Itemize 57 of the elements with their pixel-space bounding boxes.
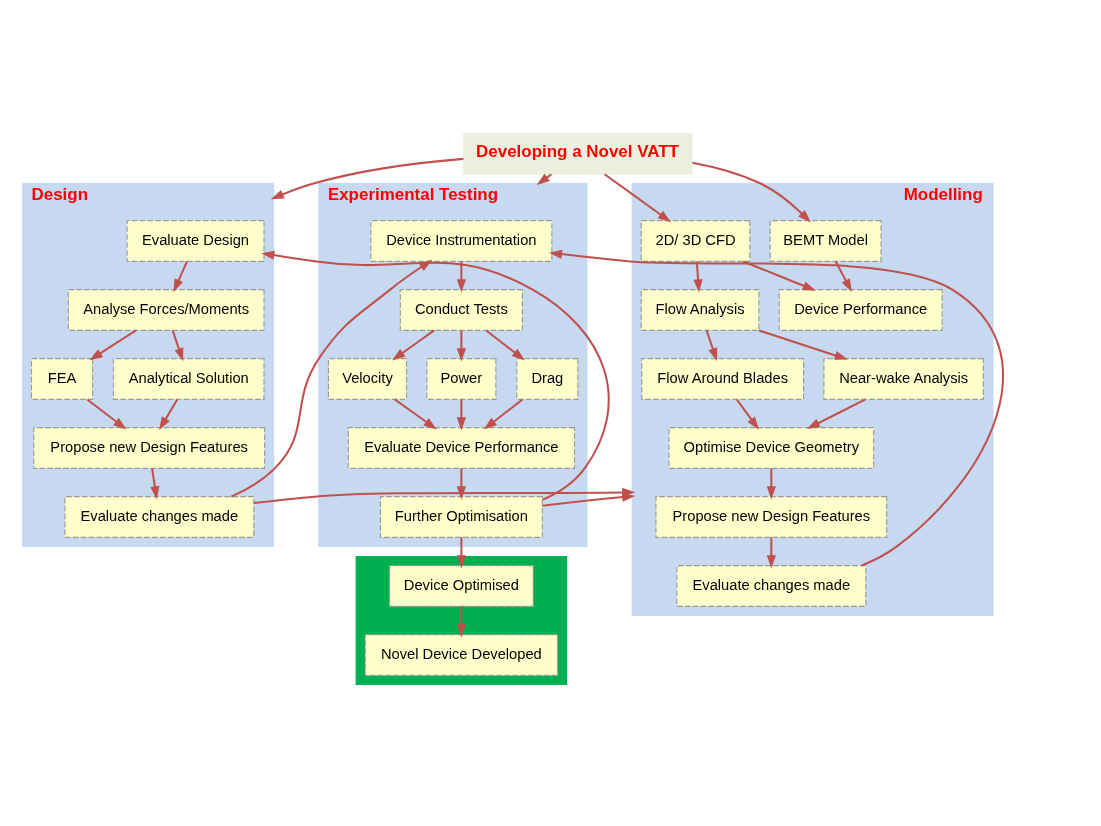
- arrow: [806, 398, 866, 429]
- node-box: Propose new Design Features: [655, 495, 888, 538]
- arrow: [766, 536, 776, 568]
- node-box: Evaluate changes made: [676, 564, 867, 607]
- arrow: [692, 161, 811, 223]
- arrow: [766, 467, 776, 499]
- node-box: Evaluate Design: [126, 219, 265, 262]
- arrow: [742, 260, 816, 291]
- arrow: [456, 536, 466, 568]
- node-box: Device Performance: [778, 288, 943, 331]
- node-box: Evaluate Device Performance: [347, 426, 576, 469]
- node-box: Analyse Forces/Moments: [67, 288, 265, 331]
- node-box: Device Optimised: [388, 564, 534, 607]
- arrow: [456, 260, 466, 292]
- node-box: Flow Analysis: [640, 288, 760, 331]
- arrow: [159, 398, 179, 430]
- arrow: [456, 398, 466, 430]
- node-box: Analytical Solution: [112, 357, 265, 400]
- arrow: [456, 467, 466, 499]
- node-box: FEA: [30, 357, 94, 400]
- arrow: [542, 492, 636, 507]
- node-box: Novel Device Developed: [364, 633, 559, 676]
- arrow: [705, 329, 718, 361]
- arrow: [171, 329, 184, 361]
- arrow: [483, 398, 524, 429]
- node-box: Device Instrumentation: [370, 219, 553, 262]
- arrow: [173, 260, 188, 292]
- node-box: Further Optimisation: [379, 495, 543, 538]
- node-box: 2D/ 3D CFD: [640, 219, 751, 262]
- arrow: [485, 329, 525, 360]
- node-box: Conduct Tests: [399, 288, 524, 331]
- arrow: [693, 260, 703, 292]
- arrow: [834, 260, 852, 292]
- node-box: Flow Around Blades: [641, 357, 805, 400]
- arrow: [89, 329, 137, 360]
- arrow: [548, 249, 1004, 566]
- arrow: [604, 172, 672, 222]
- arrow: [456, 329, 466, 361]
- node-box: Optimise Device Geometry: [668, 426, 875, 469]
- node-box: Power: [426, 357, 497, 400]
- node-box: Near-wake Analysis: [823, 357, 984, 400]
- node-box: Velocity: [327, 357, 408, 400]
- node-box: BEMT Model: [769, 219, 882, 262]
- arrow: [86, 398, 127, 429]
- arrow: [392, 329, 435, 360]
- arrow: [536, 172, 553, 185]
- arrow: [456, 605, 466, 637]
- arrow: [261, 250, 610, 501]
- node-box: Propose new Design Features: [33, 426, 266, 469]
- arrow: [394, 398, 437, 429]
- arrow: [758, 328, 848, 360]
- arrow: [735, 398, 759, 430]
- node-box: Evaluate changes made: [64, 495, 255, 538]
- node-box: Developing a Novel VATT: [463, 132, 693, 175]
- node-box: Drag: [516, 357, 579, 400]
- arrow: [150, 467, 160, 499]
- arrow: [270, 157, 464, 199]
